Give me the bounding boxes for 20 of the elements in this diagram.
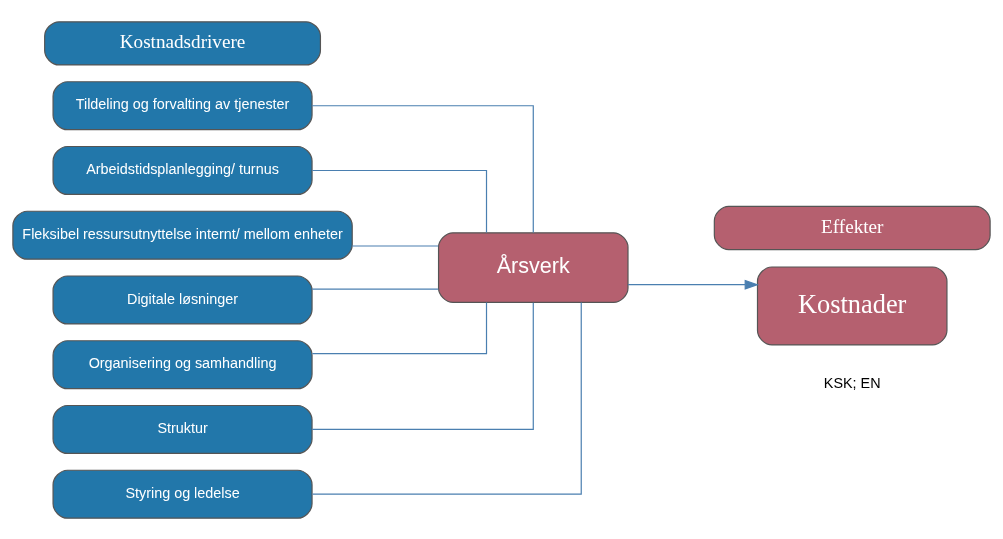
connector [351,244,439,247]
connector [311,301,534,430]
node-box: Tildeling og forvalting av tjenester [52,80,313,130]
connector [311,301,488,354]
node-box: Digitale løsninger [52,274,313,325]
node-box: Kostnader [756,265,948,346]
arrow [627,279,760,290]
connector [311,104,534,233]
node-box: Struktur [52,404,313,454]
node-box: Styring og ledelse [52,469,313,519]
connector [311,169,488,233]
connector [311,301,582,495]
node-box: Effekter [713,205,991,250]
node-box: Kostnadsdrivere [44,20,322,66]
node-box: Årsverk [437,231,629,303]
connector [311,288,439,290]
node-box: Organisering og samhandling [52,339,313,389]
node-box: Arbeidstidsplanlegging/ turnus [52,145,313,195]
label: KSK; EN [823,374,881,391]
node-box: Fleksibel ressursutnyttelse internt/ mellom enheter [12,210,353,260]
